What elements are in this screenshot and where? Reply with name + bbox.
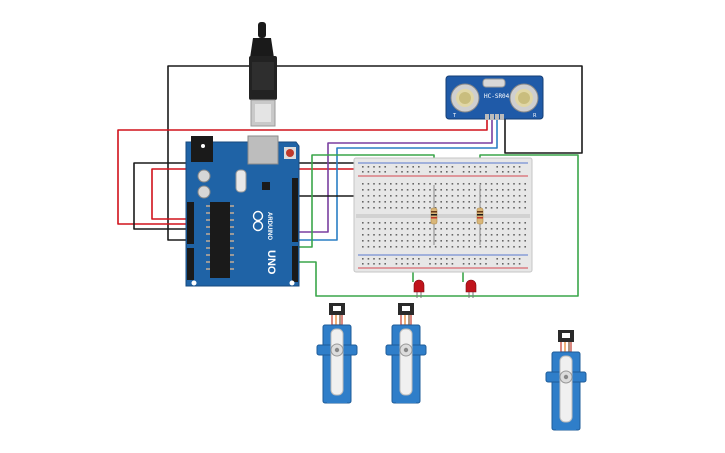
servo-3[interactable] — [545, 330, 587, 431]
resistor-2[interactable] — [476, 185, 484, 245]
ultrasonic-label-r: R — [533, 113, 537, 119]
transducer-right-icon — [509, 83, 539, 113]
wire-red-vcc[interactable] — [117, 118, 488, 225]
led-1[interactable] — [413, 279, 425, 298]
resistor-1[interactable] — [430, 185, 438, 245]
arduino-model-text: UNO — [265, 250, 277, 275]
wire-purple-trig[interactable] — [298, 118, 493, 233]
transducer-left-icon — [450, 83, 480, 113]
arduino-uno[interactable]: ARDUINO UNO — [185, 135, 300, 287]
led-2[interactable] — [465, 279, 477, 298]
wire-black-data[interactable] — [298, 195, 363, 240]
arduino-logo-text: ARDUINO — [266, 212, 272, 240]
servo-2[interactable] — [385, 303, 427, 404]
wires — [117, 65, 583, 297]
ultrasonic-model-text: HC-SR04 — [484, 93, 510, 100]
ultrasonic-pins — [485, 114, 504, 120]
usb-plug — [249, 22, 277, 127]
arduino-logo-icon — [252, 210, 264, 232]
wire-green-2[interactable] — [298, 154, 579, 297]
wire-blue-echo[interactable] — [298, 118, 498, 241]
wire-black-top[interactable] — [167, 65, 583, 241]
ultrasonic-label-t: T — [452, 113, 457, 119]
ultrasonic-sensor[interactable]: HC-SR04 T R — [445, 75, 544, 120]
chip-pins — [206, 205, 234, 270]
breadboard[interactable] — [353, 157, 533, 273]
servo-1[interactable] — [316, 303, 358, 404]
breadboard-holes — [362, 166, 526, 265]
